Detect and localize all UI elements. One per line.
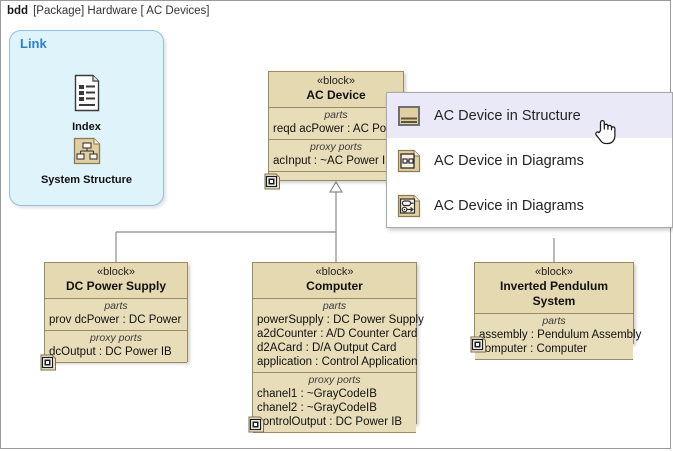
popup-item-ac-device-in-diagrams-par[interactable]: AC Device in Diagrams [387,183,672,227]
diagram-indicator-icon[interactable] [470,336,487,353]
compartment-proxy-ports: proxy ports chanel1 : ~GrayCodeIB chanel… [253,373,416,433]
compartment-item: a2dCounter : A/D Counter Card [257,328,418,340]
compartment-proxy-ports: proxy ports acInput : ~AC Power I [269,140,403,172]
block-name: AC Device [306,88,366,102]
compartment-item: computer : Computer [479,343,588,355]
link-package-panel[interactable]: Link Index System Structure [9,30,164,206]
compartment-item: d2ACard : D/A Output Card [257,342,397,354]
block-name: Computer [306,279,363,293]
link-panel-title: Link [20,36,47,51]
compartment-title: proxy ports [308,374,361,386]
block-stereotype: «block» [315,266,354,278]
popup-item-label: AC Device in Diagrams [434,152,584,169]
block-stereotype: «block» [97,266,135,278]
compartment-item: chanel1 : ~GrayCodeIB [257,388,377,400]
diagram-kind: bdd [7,5,29,17]
block-name: Inverted Pendulum System [499,279,609,308]
diagram-indicator-icon[interactable] [40,354,57,371]
compartment-item: assembly : Pendulum Assembly [479,329,642,341]
block-header: «block» DC Power Supply [45,263,187,299]
block-dc-power-supply[interactable]: «block» DC Power Supply parts prov dcPow… [40,262,188,371]
popup-item-ac-device-in-structure[interactable]: AC Device in Structure [387,93,672,138]
popup-item-label: AC Device in Structure [434,107,581,124]
compartment-title: proxy ports [90,332,142,344]
compartment-parts: parts assembly : Pendulum Assembly compu… [475,314,642,360]
compartment-item: application : Control Application [257,356,418,368]
diagram-indicator-icon[interactable] [248,416,265,433]
compartment-item: prov dcPower : DC Power [49,314,182,326]
block-header: «block» AC Device [269,72,403,108]
link-item-label: System Structure [40,174,133,186]
link-item-system-structure[interactable]: System Structure [10,136,163,186]
compartment-title: proxy ports [310,141,362,153]
block-header: «block» Computer [253,263,416,299]
block-computer[interactable]: «block» Computer parts powerSupply : DC … [248,262,424,433]
internal-block-diagram-icon [396,148,422,174]
compartment-parts: parts powerSupply : DC Power Supply a2dC… [253,299,424,373]
compartment-item: controlOutput : DC Power IB [257,416,403,428]
diagram-header-label: bdd [Package] Hardware [ AC Devices] [1,1,210,21]
compartment-item: powerSupply : DC Power Supply [257,314,424,326]
compartment-item: acInput : ~AC Power I [273,155,386,167]
link-item-index[interactable]: Index [10,73,163,133]
context-popup-menu[interactable]: AC Device in Structure AC Device in Diag… [386,92,673,228]
compartment-item: reqd acPower : AC Po [273,123,387,135]
compartment-item: chanel2 : ~GrayCodeIB [257,402,377,414]
popup-item-ac-device-in-diagrams-ibd[interactable]: AC Device in Diagrams [387,138,672,183]
block-ac-device[interactable]: «block» AC Device parts reqd acPower : A… [264,71,404,190]
compartment-title: parts [322,300,347,312]
structure-tree-icon [73,137,100,165]
block-header: «block» Inverted Pendulum System [475,263,633,314]
link-item-label: Index [72,121,101,133]
compartment-parts: parts reqd acPower : AC Po [269,108,403,140]
block-name: DC Power Supply [65,279,166,293]
block-inverted-pendulum-system[interactable]: «block» Inverted Pendulum System parts a… [470,262,641,360]
block-stereotype: «block» [317,75,355,87]
document-lines-icon [74,74,99,112]
parametric-diagram-icon [396,193,422,219]
compartment-title: parts [324,109,348,121]
diagram-scope: [Package] Hardware [ AC Devices] [33,5,210,17]
compartment-title: parts [542,315,566,327]
compartment-title: parts [104,300,128,312]
compartment-proxy-ports: proxy ports dcOutput : DC Power IB [45,331,187,363]
compartment-parts: parts prov dcPower : DC Power [45,299,187,331]
block-structure-icon [396,103,422,129]
diagram-indicator-icon[interactable] [264,173,281,190]
popup-item-label: AC Device in Diagrams [434,197,584,214]
block-stereotype: «block» [535,266,573,278]
compartment-item: dcOutput : DC Power IB [49,346,172,358]
